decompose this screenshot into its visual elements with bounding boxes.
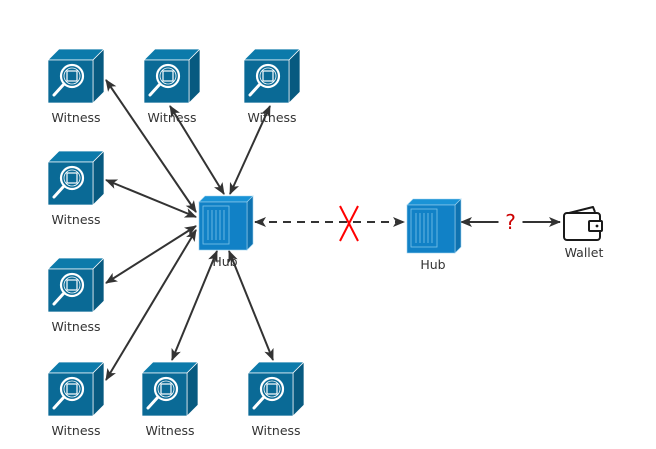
edge-hub1-w5 [105,225,197,284]
hub-icon [198,195,254,251]
witness-node[interactable]: Witness [141,361,199,438]
witness-magnifier-icon [143,48,201,104]
witness-node[interactable]: Witness [47,48,105,125]
witness-label: Witness [147,110,196,125]
witness-node[interactable]: Witness [143,48,201,125]
broken-connection-mark [339,205,359,242]
witness-node[interactable]: Witness [47,257,105,334]
witness-magnifier-icon [47,48,105,104]
edge-hub1-w2 [169,105,225,195]
wallet-node[interactable]: Wallet [563,206,604,260]
hub1-node[interactable]: Hub [198,195,254,269]
witness-label: Witness [51,212,100,227]
witness-magnifier-icon [47,361,105,417]
witness-magnifier-icon [47,150,105,206]
witness-magnifier-icon [141,361,199,417]
hub-label: Hub [212,254,237,269]
witness-magnifier-icon [243,48,301,104]
hub-icon [406,198,462,254]
hub2-node[interactable]: Hub [406,198,462,272]
witness-node[interactable]: Witness [247,361,305,438]
witness-label: Witness [51,423,100,438]
witness-label: Witness [51,110,100,125]
witness-magnifier-icon [247,361,305,417]
edge-hub1-w8 [228,250,274,361]
edge-hub1-w7 [171,250,218,361]
witness-node[interactable]: Witness [47,150,105,227]
wallet-icon [563,206,603,241]
wallet-label: Wallet [565,245,604,260]
witness-magnifier-icon [47,257,105,313]
witness-label: Witness [145,423,194,438]
edge-hub1-w3 [229,105,271,195]
witness-node[interactable]: Witness [243,48,301,125]
unknown-connection-mark: ? [505,210,516,234]
witness-label: Witness [251,423,300,438]
witness-label: Witness [51,319,100,334]
edge-hub1-w4 [105,179,197,218]
hub-label: Hub [420,257,445,272]
witness-node[interactable]: Witness [47,361,105,438]
edge-hub1-w6 [105,229,197,381]
witness-label: Witness [247,110,296,125]
